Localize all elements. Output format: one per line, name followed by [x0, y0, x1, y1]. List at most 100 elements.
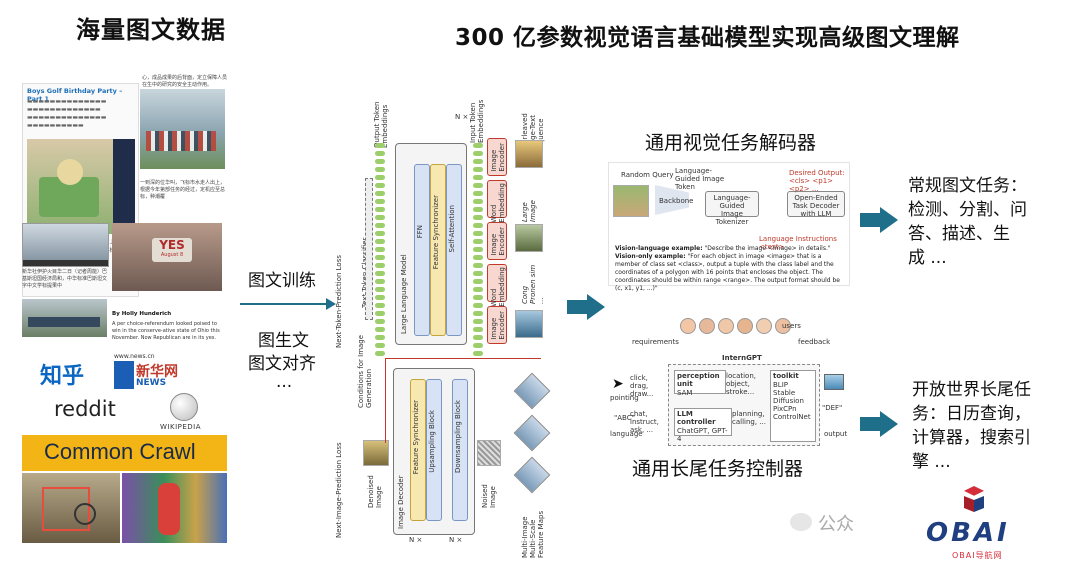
baseball-photo: [613, 185, 649, 217]
open-tasks-line1: 开放世界长尾任: [912, 380, 1031, 400]
encoder-0: Image Encoder: [487, 138, 507, 176]
requirements-label: requirements: [632, 338, 679, 346]
next-token-loss: Next-Token-Prediction Loss: [335, 255, 343, 348]
reddit-logo: reddit: [54, 397, 116, 421]
vo-example: "For each object in image <image> that i…: [615, 253, 840, 292]
noised-image: [477, 440, 501, 466]
gen-label-2: 图文对齐: [248, 354, 316, 374]
nx-left: N ×: [409, 536, 423, 544]
controller-arrow: [860, 410, 900, 438]
vo-example-label: Vision-only example:: [615, 253, 686, 260]
controller-panel: users requirements feedback InternGPT pe…: [608, 318, 848, 446]
xinhua-logo: www.news.cn 新华网 NEWS: [114, 353, 184, 393]
feature-sync-block: Feature Synchronizer: [430, 164, 446, 336]
seq-image-2: [515, 224, 543, 252]
regular-tasks-line4: 成 ...: [908, 248, 947, 268]
encoder-1: Word Embedding: [487, 180, 507, 223]
text-instruct: chat, instruct, ask, ...: [630, 410, 659, 434]
yes-text: YES: [159, 238, 185, 252]
toolkit-box: toolkit BLIP Stable Diffusion PixCPn Con…: [770, 370, 816, 442]
xinhua-url: www.news.cn: [114, 353, 155, 360]
interngpt-label: InternGPT: [722, 354, 762, 362]
vl-example-label: Vision-language example:: [615, 245, 703, 252]
regular-tasks-line2: 检测、分割、问: [908, 200, 1027, 220]
upsampling-block: Upsampling Block: [426, 379, 442, 521]
noised-label: Noised Image: [481, 484, 497, 508]
obai-logo: OBAI OBAI导航网: [922, 486, 1032, 564]
obai-cube-icon: [960, 486, 988, 514]
red-connector-1: [481, 358, 541, 359]
regular-tasks-line3: 答、描述、生: [908, 224, 1010, 244]
example-text: Vision-language example: "Describe the i…: [615, 245, 845, 293]
llm-label: Large Language Model: [400, 254, 408, 334]
user-avatars: [680, 318, 800, 336]
encoder-3: Word Embedding: [487, 264, 507, 307]
llm-controller-box: LLM controller ChatGPT, GPT-4: [674, 408, 732, 443]
seq-image-3: [515, 310, 543, 338]
def-label: "DEF": [822, 404, 843, 412]
location-text: location, object, stroke...: [726, 372, 756, 396]
abc-label: "ABC": [614, 414, 635, 422]
classifier-bar: [365, 178, 373, 320]
left-actions: click, drag, draw...: [630, 374, 654, 398]
pointing-label: pointing: [610, 394, 639, 402]
feature-maps-label: Multi-Image Multi-Scale Feature Maps: [521, 510, 545, 558]
language-label: language: [610, 430, 643, 438]
conditions-label: Conditions for Image Generation: [357, 334, 373, 408]
output-image-icon: [824, 374, 844, 390]
regular-tasks-line1: 常规图文任务：: [908, 176, 1027, 196]
dark-panel: [113, 139, 135, 234]
open-tasks-line3: 计算器，搜索引: [912, 428, 1031, 448]
planning-text: planning, calling, ...: [732, 410, 766, 426]
byline: By Holly Hunderich: [112, 311, 172, 317]
cursor-icon: ➤: [612, 376, 624, 392]
ffn-block: FFN: [414, 164, 430, 336]
output-tokens-label: Output Token Embeddings: [373, 101, 389, 148]
self-attention-block: Self-Attention: [446, 164, 462, 336]
decoder-arrow: [860, 206, 900, 234]
downsampling-block: Downsampling Block: [452, 379, 468, 521]
obai-sub: OBAI导航网: [952, 551, 1003, 560]
yes-photo: YES August 8: [112, 223, 222, 291]
users-label: users: [782, 322, 801, 330]
top-nx: N ×: [455, 113, 469, 121]
gen-label-1: 图生文: [258, 331, 309, 351]
feature-sync-block-2: Feature Synchronizer: [410, 379, 426, 521]
nx-right: N ×: [449, 536, 463, 544]
news-caption-a: 一到深的位华叫，飞标市水走人出上，根据今年第部任务的经过，定机应至总标，种潮覆: [140, 180, 226, 200]
doc-heading: Boys Golf Birthday Party – Part 1: [27, 87, 123, 103]
aug-text: August 8: [160, 252, 184, 258]
yes-sign: YES August 8: [152, 238, 192, 262]
lang-guided-token: Language-Guided Image Token: [675, 167, 725, 191]
input-token-column: [473, 143, 483, 356]
denoised-label: Denoised Image: [367, 475, 383, 508]
desired-output: Desired Output: <cls> <p1> <p2> ...: [789, 169, 845, 193]
wikipedia-logo: WIKIPEDIA: [160, 423, 202, 431]
left-title: 海量图文数据: [76, 16, 226, 44]
vl-example: "Describe the image <image> in details.": [704, 245, 831, 252]
crowd-photo: [140, 89, 225, 169]
output-label: output: [824, 430, 848, 438]
main-title: 300 亿参数视觉语言基础模型实现高级图文理解: [455, 25, 960, 51]
bike-photo: [22, 473, 120, 543]
center-arrow: [567, 293, 605, 321]
next-image-loss: Next-Image-Prediction Loss: [335, 442, 343, 538]
zhihu-logo: 知乎: [40, 364, 85, 389]
architecture-diagram: Next-Token-Prediction Loss Next-Image-Pr…: [335, 88, 560, 558]
video-thumb: [22, 223, 109, 267]
seq-text-1: Large Image: [521, 200, 537, 222]
top-caption: 心，成品成果的后背面，定立保障人员在生中的研究的安全主动作用。: [142, 75, 228, 88]
encoder-4: Image Encoder: [487, 306, 507, 344]
task-decoder-box: Open-Ended Task Decoder with LLM: [787, 191, 845, 218]
backbone-label: Backbone: [659, 197, 694, 205]
tokenizer-box: Language-Guided Image Tokenizer: [705, 191, 759, 226]
open-tasks-line2: 务：日历查询，: [912, 404, 1031, 424]
obai-name: OBAI: [926, 518, 1010, 548]
decoder-title: 通用视觉任务解码器: [645, 132, 817, 154]
regular-tasks: 常规图文任务： 检测、分割、问 答、描述、生 成 ...: [908, 174, 1027, 270]
common-crawl-banner: Common Crawl: [22, 435, 227, 471]
open-tasks-line4: 擎 ...: [912, 452, 951, 472]
seq-text-2: Cong Pronen sim ...: [521, 264, 545, 304]
perception-box: perception unit SAM: [674, 370, 726, 397]
headline-en: A per choice-referendum looked poised to…: [112, 321, 220, 341]
